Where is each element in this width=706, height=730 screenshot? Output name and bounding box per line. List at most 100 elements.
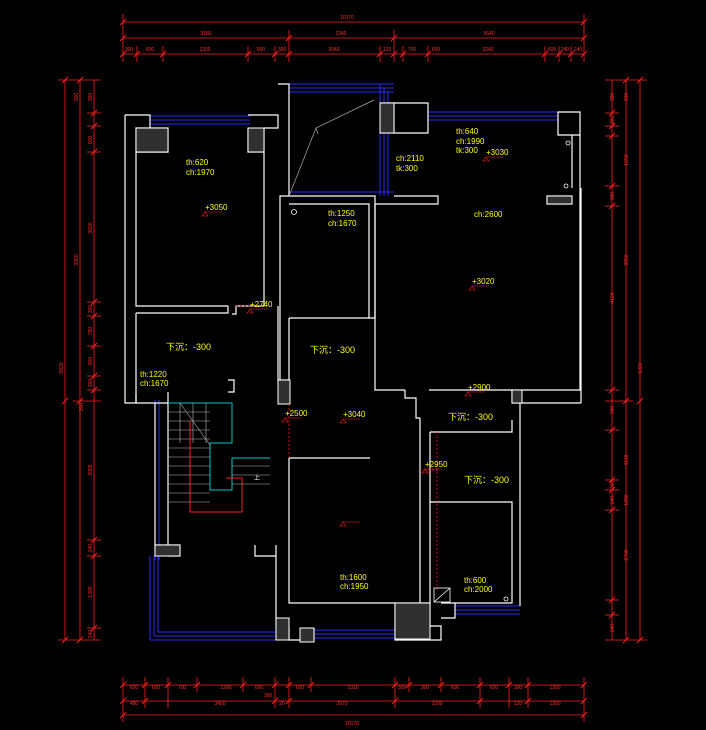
kitchen-level: +2900	[468, 383, 491, 392]
bottom-small-dim: 300	[421, 685, 430, 691]
right-inner-dim: 1550	[624, 154, 630, 165]
top-small-dim: 600	[146, 47, 155, 53]
left-dimension-ticks	[61, 76, 98, 644]
bottom-small-dim: 600	[152, 685, 161, 691]
room-center-th: th:1250	[328, 209, 355, 218]
bottom-mid-dim: 480	[130, 701, 139, 707]
corridor-diagonal	[288, 99, 375, 197]
right-inner-dim: 2700	[624, 549, 630, 560]
bottom-dimension-ticks	[119, 681, 588, 719]
bedroom-nw-ch: ch:1970	[186, 168, 215, 177]
se-window-th: th:600	[464, 576, 487, 585]
bottom-mid-dim: 120	[514, 701, 523, 707]
right-inner-dim: 4120	[610, 292, 616, 303]
right-inner-dim: 240	[610, 496, 616, 505]
left-inner-dim: 240	[88, 544, 94, 553]
bottom-small-dim: 600	[451, 685, 460, 691]
top-small-dim: 300	[125, 47, 134, 53]
left-inner-dim: 300	[88, 305, 94, 314]
living-level-top: +3030	[486, 148, 509, 157]
left-inner-dim: 2055	[88, 464, 94, 475]
bottom-small-dim: 300	[514, 685, 523, 691]
left-outer-dim: 3950	[74, 254, 80, 265]
top-total-dimension: 10170	[340, 15, 354, 21]
top-small-dim: 600	[548, 47, 557, 53]
bottom-mid-dim: 3450	[214, 701, 225, 707]
top-dim-2: 2340	[335, 31, 346, 37]
left-inner-dim: 750	[88, 327, 94, 336]
right-inner-dim: 300	[610, 116, 616, 125]
hall-level: +3040	[343, 410, 366, 419]
right-inner-dim: 1100	[624, 454, 630, 465]
top-small-dim: 240	[561, 47, 570, 53]
bedroom-nw-level: +3050	[205, 203, 228, 212]
door-openings	[236, 305, 438, 590]
bottom-mid-dim: 1300	[549, 701, 560, 707]
bath-se-level: +2950	[425, 460, 448, 469]
right-inner-dim: 1200	[624, 494, 630, 505]
top-small-dim: 2040	[328, 47, 339, 53]
bottom-small-dim: 600	[490, 685, 499, 691]
left-inner-dim: 300	[74, 93, 80, 102]
stair-up-label: 上	[254, 474, 260, 482]
fixture-circles	[291, 140, 571, 603]
top-small-dim: 240	[574, 47, 583, 53]
left-inner-dim: 1300	[88, 586, 94, 597]
west-window-ch: ch:1670	[140, 379, 169, 388]
right-dimension-ticks	[608, 76, 644, 644]
top-small-dim: 1200	[199, 47, 210, 53]
west-window-th: th:1220	[140, 370, 167, 379]
stair-level: +2500	[285, 409, 308, 418]
right-inner-dim: 300	[610, 406, 616, 415]
room-annotations: th:620 ch:1970 th:1250 ch:1670 ch:2110 t…	[140, 127, 509, 594]
kitchen-sink-label: 下沉：-300	[448, 412, 493, 422]
right-dimension-chain	[605, 79, 647, 641]
right-inner-dim: 300	[610, 93, 616, 102]
room-center-ch: ch:1670	[328, 219, 357, 228]
south-room-ch: ch:1950	[340, 582, 369, 591]
bottom-total-dimension: 10170	[345, 721, 359, 727]
left-outer-dim: 6820	[59, 362, 65, 373]
bath-center-sink-label: 下沉：-300	[310, 345, 355, 355]
left-inner-dim: 3600	[88, 222, 94, 233]
elevation-markers	[201, 156, 503, 527]
bath-west-sink-label: 下沉：-300	[166, 342, 211, 352]
south-room-th: th:1600	[340, 573, 367, 582]
top-dimension-ticks	[119, 18, 588, 58]
left-inner-dim: 600	[88, 136, 94, 145]
living-ch: ch:1990	[456, 137, 485, 146]
right-inner-dim: 240	[610, 624, 616, 633]
bottom-small-dim: 1200	[220, 685, 231, 691]
left-inner-dim: 300	[88, 379, 94, 388]
stair-handrail-red	[189, 421, 243, 513]
left-inner-dim: 300	[88, 93, 94, 102]
bottom-small-dim: 700	[178, 685, 187, 691]
right-outer-dim: 3950	[624, 254, 630, 265]
right-inner-dim: 300	[624, 93, 630, 102]
living-level: +3020	[472, 277, 495, 286]
bottom-small-dim: 1310	[347, 685, 358, 691]
bottom-small-dim: 1300	[549, 685, 560, 691]
top-small-dim: 600	[432, 47, 441, 53]
corridor-ch: ch:2110	[396, 154, 424, 163]
left-inner-dim: 900	[88, 357, 94, 366]
top-dim-1: 3180	[200, 31, 211, 37]
elevation-labels: +3050 +3030 +3020 +2740 +2900 +2500 +304…	[205, 148, 509, 469]
stair-outline-cyan	[168, 402, 270, 491]
living-th: th:640	[456, 127, 479, 136]
corridor-tk: tk:300	[396, 164, 418, 173]
right-inner-dim: 300	[610, 192, 616, 201]
columns	[135, 102, 573, 643]
top-small-dim: 300	[278, 47, 287, 53]
top-small-dim: 120	[383, 47, 392, 53]
right-outer-dim: 6320	[638, 362, 644, 373]
bottom-small-dim: 600	[255, 685, 264, 691]
top-small-dim: 600	[257, 47, 266, 53]
bottom-mid-dim: 20	[279, 701, 285, 707]
bath-west-level: +2740	[250, 300, 273, 309]
left-inner-dim: 300	[79, 403, 85, 412]
living-ceiling-ch: ch:2600	[474, 210, 503, 219]
living-tk: tk:300	[456, 146, 478, 155]
